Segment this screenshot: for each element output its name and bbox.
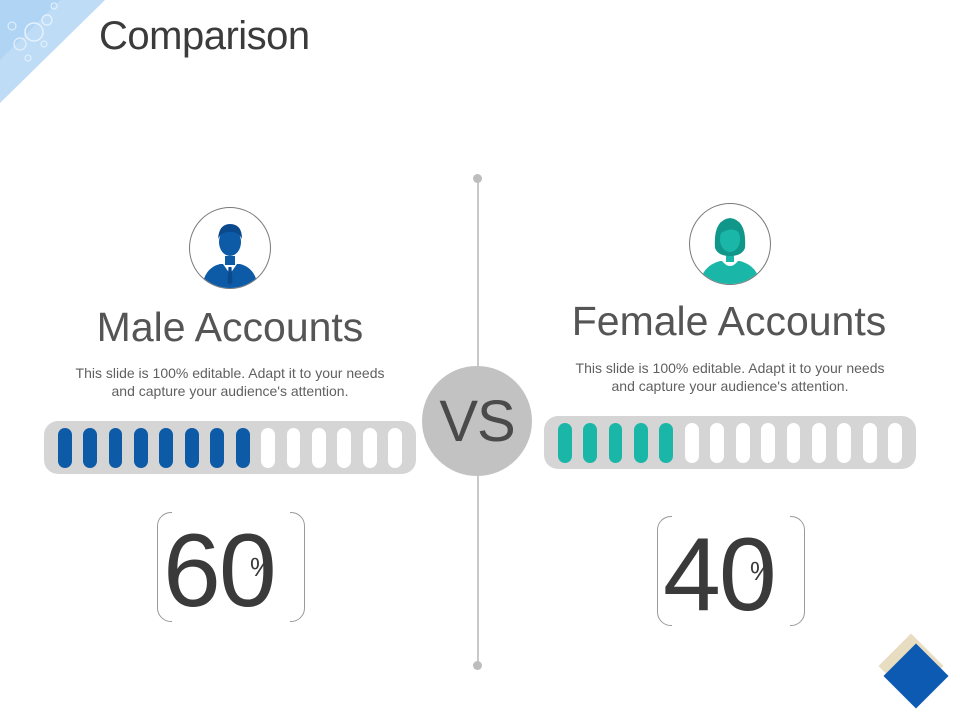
male-segment-filled	[83, 427, 98, 468]
male-heading: Male Accounts	[96, 304, 364, 350]
male-segment-empty	[337, 427, 352, 468]
female-segment-empty	[684, 422, 699, 463]
female-segment-empty	[837, 422, 852, 463]
male-segment-filled	[134, 427, 148, 468]
male-segment-empty	[261, 427, 275, 468]
male-percent-frame	[157, 511, 305, 623]
female-user-icon	[689, 203, 771, 285]
female-description: This slide is 100% editable. Adapt it to…	[575, 360, 885, 394]
female-segment-empty	[710, 422, 725, 463]
male-segment-filled	[57, 427, 72, 468]
female-heading: Female Accounts	[571, 298, 887, 344]
corner-decoration	[0, 0, 110, 110]
female-segment-empty	[888, 422, 903, 463]
male-description: This slide is 100% editable. Adapt it to…	[75, 365, 385, 399]
female-segment-empty	[735, 422, 750, 463]
female-segment-filled	[557, 422, 572, 463]
male-segment-filled	[184, 427, 199, 468]
divider-dot-bottom	[473, 661, 482, 670]
female-percent-frame	[657, 515, 805, 627]
male-segment-empty	[312, 427, 326, 468]
male-segment-empty	[286, 427, 301, 468]
male-percent-value: 60	[163, 513, 277, 629]
male-segment-filled	[235, 427, 250, 468]
male-segment-filled	[108, 427, 123, 468]
male-segment-empty	[388, 427, 403, 468]
male-progress-bar	[44, 421, 416, 474]
divider-dot-top	[473, 174, 482, 183]
female-percent-value: 40	[663, 517, 777, 633]
female-segment-empty	[862, 422, 877, 463]
female-segment-filled	[583, 422, 598, 463]
female-segment-filled	[608, 422, 623, 463]
female-segment-empty	[786, 422, 801, 463]
female-segment-filled	[659, 422, 674, 463]
female-segment-empty	[812, 422, 826, 463]
vs-badge: VS	[422, 366, 532, 476]
female-segment-filled	[634, 422, 648, 463]
male-segment-empty	[362, 427, 377, 468]
female-progress-bar	[544, 416, 916, 469]
male-user-icon	[189, 207, 271, 289]
female-segment-empty	[761, 422, 775, 463]
male-segment-filled	[159, 427, 174, 468]
male-segment-filled	[210, 427, 225, 468]
male-percent-sign: %	[250, 552, 274, 582]
slide-title: Comparison	[99, 14, 310, 58]
female-percent-sign: %	[750, 556, 774, 586]
